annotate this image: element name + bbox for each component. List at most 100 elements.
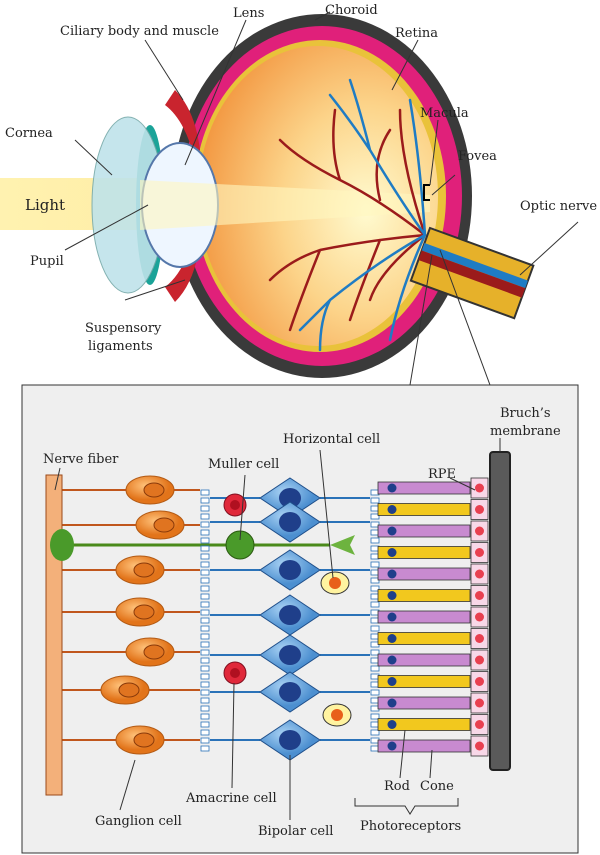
synapse-terminal bbox=[200, 713, 210, 720]
label-suspensory-2: ligaments bbox=[88, 339, 153, 354]
photoreceptor-nucleus bbox=[387, 634, 397, 643]
synapse-terminal bbox=[200, 641, 210, 648]
label-optic-nerve: Optic nerve bbox=[520, 199, 597, 214]
ganglion-nucleus bbox=[133, 604, 155, 620]
synapse-terminal bbox=[370, 561, 380, 568]
photoreceptor-nucleus bbox=[387, 505, 397, 514]
photoreceptor-nucleus bbox=[387, 591, 397, 600]
rpe-nucleus bbox=[475, 655, 484, 665]
cone-cell bbox=[377, 589, 471, 602]
label-photoreceptors: Photoreceptors bbox=[360, 819, 461, 834]
horizontal-nucleus bbox=[331, 709, 343, 721]
synapse-terminal bbox=[200, 489, 210, 496]
photoreceptor-nucleus bbox=[387, 483, 397, 493]
synapse-terminal bbox=[200, 729, 210, 736]
label-ciliary: Ciliary body and muscle bbox=[60, 24, 219, 39]
synapse-terminal bbox=[200, 657, 210, 664]
synapse-terminal bbox=[200, 505, 210, 512]
rpe-nucleus bbox=[475, 612, 484, 622]
photoreceptor-nucleus bbox=[387, 612, 397, 622]
bipolar-nucleus bbox=[279, 488, 301, 508]
bipolar-nucleus bbox=[279, 730, 301, 750]
synapse-terminal bbox=[370, 497, 380, 504]
rod-cell bbox=[377, 653, 471, 667]
synapse-terminal bbox=[200, 665, 210, 672]
rpe-nucleus bbox=[475, 526, 484, 536]
synapse-terminal bbox=[200, 681, 210, 688]
synapse-terminal bbox=[200, 721, 210, 728]
rpe-nucleus bbox=[475, 720, 484, 729]
synapse-terminal bbox=[200, 585, 210, 592]
retinal-vessels bbox=[268, 78, 427, 352]
synapse-terminal bbox=[200, 649, 210, 656]
synapse-terminal bbox=[200, 633, 210, 640]
cone-cell bbox=[377, 503, 471, 516]
label-ganglion: Ganglion cell bbox=[95, 814, 182, 829]
label-cone: Cone bbox=[420, 779, 454, 794]
photoreceptor-nucleus bbox=[387, 720, 397, 729]
synapse-terminal bbox=[370, 713, 380, 720]
retina-layers-panel: Bruch’s membrane Horizontal cell Nerve f… bbox=[21, 384, 579, 854]
bipolar-nucleus bbox=[279, 645, 301, 665]
synapse-terminal bbox=[200, 705, 210, 712]
rpe-nucleus bbox=[475, 483, 484, 493]
muller-cell bbox=[225, 530, 255, 560]
rpe-nucleus bbox=[475, 698, 484, 708]
cone-cell bbox=[377, 675, 471, 688]
synapse-terminal bbox=[200, 577, 210, 584]
ganglion-nucleus bbox=[143, 482, 165, 498]
label-bruchs-2: membrane bbox=[490, 424, 561, 439]
rpe-nucleus bbox=[475, 591, 484, 600]
rod-cell bbox=[377, 567, 471, 581]
synapse-terminal bbox=[370, 665, 380, 672]
synapse-terminal bbox=[200, 537, 210, 544]
synapse-terminal bbox=[200, 529, 210, 536]
synapse-terminal bbox=[370, 625, 380, 632]
label-suspensory-1: Suspensory bbox=[85, 321, 162, 336]
nerve-fiber bbox=[45, 474, 63, 796]
synapse-terminal bbox=[370, 649, 380, 656]
label-horizontal: Horizontal cell bbox=[283, 432, 380, 447]
photoreceptor-nucleus bbox=[387, 569, 397, 579]
label-cornea: Cornea bbox=[5, 126, 53, 141]
amacrine-nucleus bbox=[230, 500, 240, 510]
synapse-terminal bbox=[200, 673, 210, 680]
label-amacrine: Amacrine cell bbox=[185, 791, 277, 806]
synapse-terminal bbox=[200, 745, 210, 752]
cone-cell bbox=[377, 546, 471, 559]
synapse-terminal bbox=[200, 601, 210, 608]
muller-cell-body-left bbox=[50, 529, 74, 561]
panel-leader-lines bbox=[54, 438, 501, 820]
rod-cell bbox=[377, 524, 471, 538]
synapse-terminal bbox=[200, 521, 210, 528]
synapse-terminal bbox=[370, 601, 380, 608]
ganglion-nucleus bbox=[143, 644, 165, 660]
synapse-terminal bbox=[200, 689, 210, 696]
bipolar-nucleus bbox=[279, 560, 301, 580]
label-pupil: Pupil bbox=[30, 254, 64, 269]
label-choroid: Choroid bbox=[325, 3, 378, 18]
synapse-terminal bbox=[200, 497, 210, 504]
synapse-terminal bbox=[370, 729, 380, 736]
synapse-terminal bbox=[200, 545, 210, 552]
synapse-terminal bbox=[200, 553, 210, 560]
synapse-terminal bbox=[200, 513, 210, 520]
synapse-terminal bbox=[200, 697, 210, 704]
ganglion-nucleus bbox=[153, 517, 175, 533]
label-rpe: RPE bbox=[428, 467, 456, 482]
rod-cell bbox=[377, 739, 471, 753]
cone-cell bbox=[377, 718, 471, 731]
bipolar-nucleus bbox=[279, 512, 301, 532]
bruchs-membrane bbox=[489, 451, 511, 771]
synapse-terminal bbox=[200, 569, 210, 576]
rod-cell bbox=[377, 696, 471, 710]
muller-endfoot bbox=[330, 535, 355, 555]
synapse-terminal bbox=[370, 521, 380, 528]
rod-cell bbox=[377, 610, 471, 624]
horizontal-nucleus bbox=[329, 577, 341, 589]
label-light: Light bbox=[25, 196, 65, 214]
rpe-nucleus bbox=[475, 634, 484, 643]
optic-nerve bbox=[409, 226, 535, 320]
photoreceptor-nucleus bbox=[387, 741, 397, 751]
